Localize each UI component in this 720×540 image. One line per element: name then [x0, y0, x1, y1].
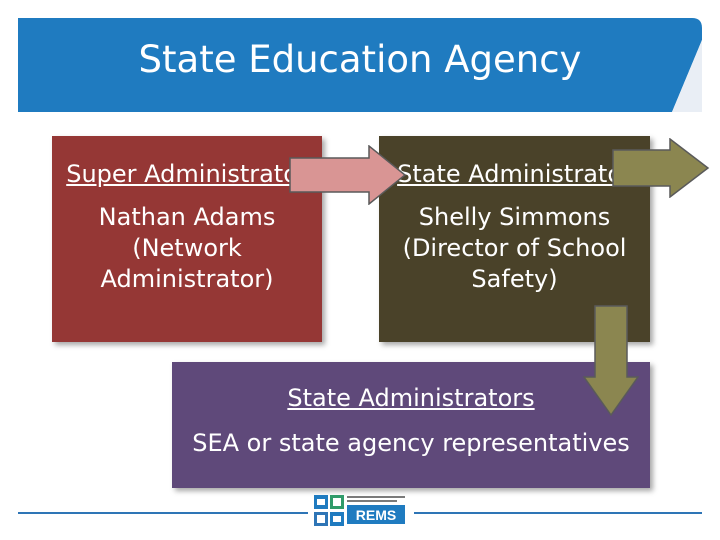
state-administrator-name: Shelly Simmons (Director of School Safet… — [402, 203, 627, 293]
right-arrow-icon — [289, 145, 407, 205]
rems-logo: REMS — [314, 495, 405, 526]
state-administrators-description: SEA or state agency representatives — [192, 429, 630, 457]
footer-line-right — [414, 512, 702, 514]
title-banner: State Education Agency — [18, 18, 702, 112]
right-arrow-icon — [612, 138, 710, 198]
super-administrator-heading: Super Administrator — [66, 160, 308, 188]
down-arrow-icon — [583, 305, 639, 417]
super-administrator-box: Super Administrator Nathan Adams (Networ… — [52, 136, 322, 342]
state-administrator-heading: State Administrator — [397, 160, 632, 188]
banner-shape — [18, 18, 702, 112]
super-administrator-name: Nathan Adams (Network Administrator) — [98, 203, 276, 293]
state-administrator-box: State Administrator Shelly Simmons (Dire… — [379, 136, 650, 342]
state-administrators-heading: State Administrators — [287, 384, 535, 412]
logo-text: REMS — [356, 507, 396, 523]
state-administrators-box: State Administrators SEA or state agency… — [172, 362, 650, 488]
page-title: State Education Agency — [138, 38, 582, 81]
footer-line-left — [18, 512, 308, 514]
